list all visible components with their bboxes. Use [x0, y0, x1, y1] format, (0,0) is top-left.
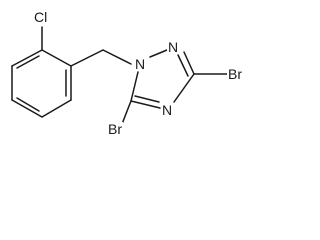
atom-label-bromine-5: Br: [107, 121, 123, 137]
structure-diagram: Cl N N N Br Br: [0, 0, 258, 143]
bond-ring-c1-c2: [41, 49, 72, 67]
bond-ring-inner-3: [16, 55, 40, 69]
bond-c5-br: [121, 100, 132, 125]
bond-c5-n1: [130, 71, 139, 102]
bond-n4-c5: [130, 100, 161, 109]
bond-n2-c3: [183, 51, 195, 75]
bond-layer: [11, 26, 229, 125]
atom-label-chlorine: Cl: [33, 9, 49, 25]
bond-ch2-n1: [102, 49, 132, 65]
bond-n1-n2: [149, 49, 168, 58]
atom-label-n2: N: [167, 39, 180, 55]
bond-n4-c5-double: [134, 95, 160, 103]
bond-n2-c3-double: [177, 54, 189, 77]
atom-label-n4: N: [161, 102, 174, 118]
bond-ring-inner-2: [16, 97, 40, 112]
bond-ring-c3-c4: [41, 99, 72, 118]
bond-c3-n4: [173, 73, 195, 103]
bond-ring-c4-c5: [11, 99, 43, 118]
bond-c2-ch2: [70, 49, 104, 67]
bond-ring-c6-c1: [11, 49, 43, 67]
atom-label-n1: N: [134, 56, 147, 72]
atom-label-bromine-3: Br: [227, 66, 243, 82]
